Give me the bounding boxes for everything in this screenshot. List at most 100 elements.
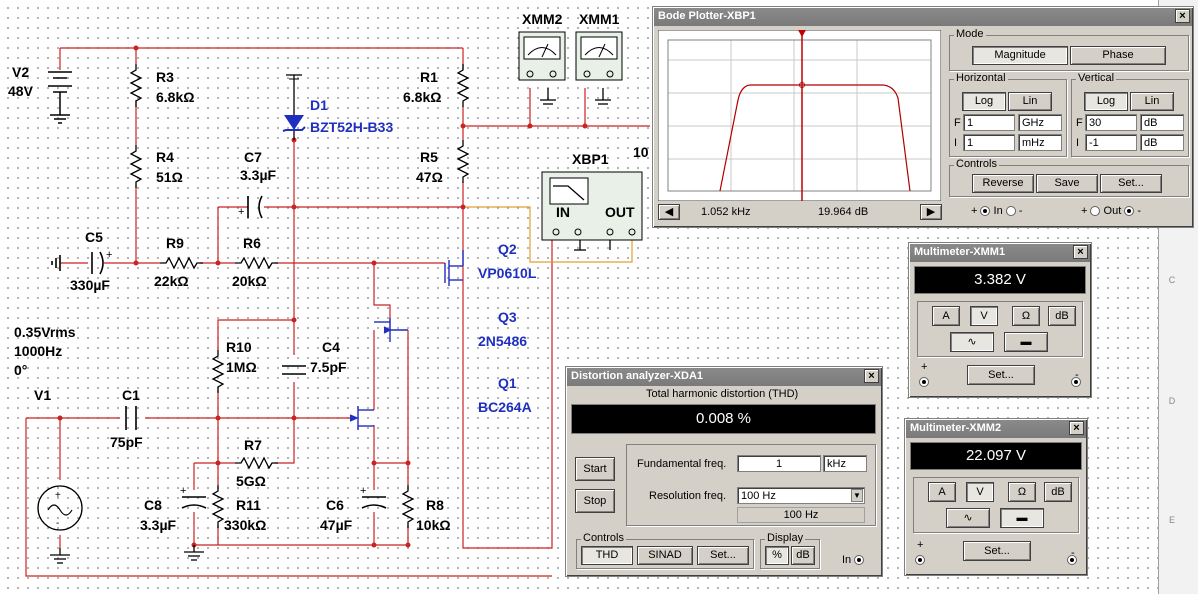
xmm1-minus-terminal[interactable] bbox=[1071, 377, 1081, 387]
distortion-title-bar[interactable]: Distortion analyzer-XDA1 × bbox=[567, 368, 881, 386]
bode-save-button[interactable]: Save bbox=[1036, 174, 1098, 193]
distortion-db-button[interactable]: dB bbox=[791, 546, 815, 565]
bode-close-button[interactable]: × bbox=[1175, 9, 1190, 23]
r11-name: R11 bbox=[236, 497, 261, 513]
chevron-down-icon[interactable]: ▼ bbox=[851, 489, 863, 502]
v1-ac-source-symbol[interactable]: +- bbox=[37, 485, 83, 531]
distortion-pct-button[interactable]: % bbox=[765, 546, 789, 565]
c8-symbol[interactable]: + bbox=[180, 485, 207, 509]
bode-h-i-unit[interactable]: mHz bbox=[1018, 134, 1062, 151]
r9-symbol[interactable] bbox=[159, 257, 204, 269]
xmm2-db-button[interactable]: dB bbox=[1044, 482, 1072, 502]
bode-magnitude-button[interactable]: Magnitude bbox=[972, 46, 1068, 65]
xmm2-volt-button[interactable]: V bbox=[966, 482, 994, 502]
xmm1-dc-button[interactable]: ▬ bbox=[1004, 332, 1048, 352]
xmm1-volt-button[interactable]: V bbox=[970, 306, 998, 326]
bode-h-f-value[interactable]: 1 bbox=[963, 114, 1015, 131]
xmm1-close-button[interactable]: × bbox=[1073, 245, 1088, 259]
bode-v-lin-button[interactable]: Lin bbox=[1130, 92, 1174, 111]
xmm2-amp-button[interactable]: A bbox=[928, 482, 956, 502]
r3-symbol[interactable] bbox=[130, 63, 142, 108]
d1-zener-symbol[interactable] bbox=[282, 74, 306, 140]
r8-symbol[interactable] bbox=[402, 484, 414, 529]
xmm1-ac-button[interactable]: ∿ bbox=[950, 332, 994, 352]
v2-battery-symbol[interactable] bbox=[48, 71, 72, 124]
r8-value: 10kΩ bbox=[416, 517, 451, 533]
bode-plot-area[interactable] bbox=[658, 30, 941, 201]
xmm1-plus-terminal[interactable] bbox=[919, 377, 929, 387]
bode-set-button[interactable]: Set... bbox=[1100, 174, 1162, 193]
c7-symbol[interactable]: + bbox=[238, 195, 263, 219]
bode-v-log-button[interactable]: Log bbox=[1084, 92, 1128, 111]
xbp1-in-label: IN bbox=[556, 204, 570, 220]
xmm1-set-button[interactable]: Set... bbox=[967, 365, 1035, 385]
r6-symbol[interactable] bbox=[234, 257, 279, 269]
bode-mode-group: Mode Magnitude Phase bbox=[949, 28, 1189, 71]
q2-mosfet-symbol[interactable] bbox=[444, 250, 464, 286]
bode-cursor-right-button[interactable]: ▶ bbox=[920, 204, 942, 220]
distortion-stop-button[interactable]: Stop bbox=[575, 489, 615, 513]
xmm2-set-button[interactable]: Set... bbox=[963, 541, 1031, 561]
r10-symbol[interactable] bbox=[212, 349, 224, 394]
c1-symbol[interactable] bbox=[125, 406, 137, 430]
distortion-fund-unit[interactable]: kHz bbox=[823, 455, 867, 472]
xmm2-title-bar[interactable]: Multimeter-XMM2 × bbox=[906, 420, 1086, 438]
bode-h-log-button[interactable]: Log bbox=[962, 92, 1006, 111]
distortion-res-select[interactable]: 100 Hz ▼ bbox=[737, 487, 865, 504]
bode-title-bar[interactable]: Bode Plotter-XBP1 × bbox=[654, 8, 1192, 26]
xmm2-minus-label: - bbox=[1071, 547, 1075, 559]
bode-reverse-button[interactable]: Reverse bbox=[972, 174, 1034, 193]
r7-symbol[interactable] bbox=[234, 457, 279, 469]
r9-value: 22kΩ bbox=[154, 273, 189, 289]
bode-in-terminals[interactable]: + In - bbox=[971, 205, 1023, 217]
xmm1-title-bar[interactable]: Multimeter-XMM1 × bbox=[910, 244, 1090, 262]
r5-symbol[interactable] bbox=[457, 139, 469, 184]
distortion-set-button[interactable]: Set... bbox=[697, 546, 749, 565]
xmm2-minus-terminal[interactable] bbox=[1067, 555, 1077, 565]
distortion-fund-value[interactable]: 1 bbox=[737, 455, 821, 472]
xmm2-ac-button[interactable]: ∿ bbox=[946, 508, 990, 528]
xmm1-icon[interactable] bbox=[575, 31, 623, 81]
bode-h-f-unit[interactable]: GHz bbox=[1018, 114, 1062, 131]
xmm2-close-button[interactable]: × bbox=[1069, 421, 1084, 435]
distortion-close-button[interactable]: × bbox=[864, 369, 879, 383]
bode-v-f-unit[interactable]: dB bbox=[1140, 114, 1184, 131]
xbp1-icon[interactable] bbox=[541, 171, 643, 241]
r11-symbol[interactable] bbox=[212, 484, 224, 529]
bode-cursor-left-button[interactable]: ◀ bbox=[658, 204, 680, 220]
xmm2-dc-button[interactable]: ▬ bbox=[1000, 508, 1044, 528]
bode-h-lin-button[interactable]: Lin bbox=[1008, 92, 1052, 111]
r4-symbol[interactable] bbox=[130, 144, 142, 189]
xmm2-plus-terminal[interactable] bbox=[915, 555, 925, 565]
bode-h-i-value[interactable]: 1 bbox=[963, 134, 1015, 151]
distortion-in-radio[interactable] bbox=[854, 555, 865, 566]
bode-out-terminals[interactable]: + Out - bbox=[1081, 205, 1142, 217]
q3-jfet-symbol[interactable] bbox=[374, 318, 408, 342]
distortion-start-button[interactable]: Start bbox=[575, 457, 615, 481]
bode-v-i-unit[interactable]: dB bbox=[1140, 134, 1184, 151]
xmm2-ohm-button[interactable]: Ω bbox=[1008, 482, 1036, 502]
xmm1-db-button[interactable]: dB bbox=[1048, 306, 1076, 326]
xmm1-ohm-button[interactable]: Ω bbox=[1012, 306, 1040, 326]
bode-phase-button[interactable]: Phase bbox=[1070, 46, 1166, 65]
bode-in-plus-terminal[interactable] bbox=[980, 206, 991, 217]
bode-out-plus-terminal[interactable] bbox=[1090, 206, 1101, 217]
c4-symbol[interactable] bbox=[282, 365, 306, 375]
distortion-sinad-button[interactable]: SINAD bbox=[637, 546, 693, 565]
xmm2-icon[interactable] bbox=[518, 31, 566, 81]
bode-out-minus-terminal[interactable] bbox=[1124, 206, 1135, 217]
xbp1-out-label: OUT bbox=[605, 204, 635, 220]
q1-jfet-symbol[interactable] bbox=[349, 406, 374, 430]
c5-symbol[interactable]: + bbox=[91, 249, 112, 275]
distortion-thd-heading: Total harmonic distortion (THD) bbox=[646, 388, 799, 400]
distortion-in-terminal[interactable]: In bbox=[842, 554, 865, 566]
c6-symbol[interactable]: + bbox=[360, 485, 387, 509]
bode-v-f-value[interactable]: 30 bbox=[1085, 114, 1137, 131]
bode-in-minus-terminal[interactable] bbox=[1005, 206, 1016, 217]
bode-v-i-value[interactable]: -1 bbox=[1085, 134, 1137, 151]
r1-symbol[interactable] bbox=[457, 63, 469, 108]
distortion-thd-button[interactable]: THD bbox=[581, 546, 633, 565]
bode-cursor-handle[interactable] bbox=[798, 30, 806, 37]
xmm1-amp-button[interactable]: A bbox=[932, 306, 960, 326]
